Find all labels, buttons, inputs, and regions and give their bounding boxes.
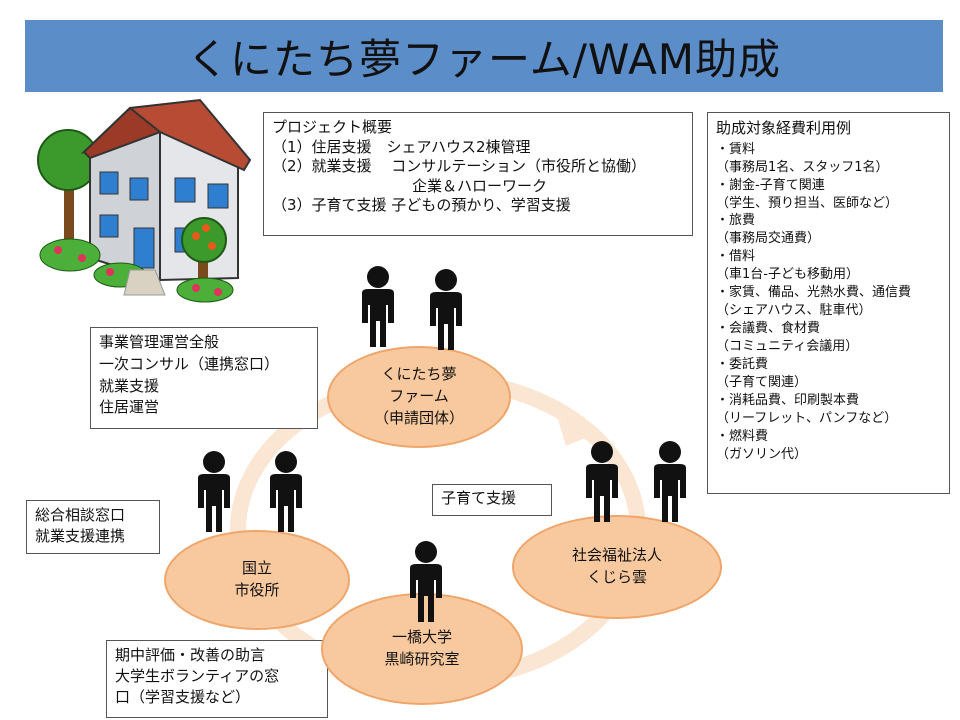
evaluation-line: 期中評価・改善の助言 — [115, 646, 266, 664]
person-icon — [410, 541, 442, 622]
node-label: 国立 — [241, 559, 272, 578]
node-kunitachi-city-hall: 国立 市役所 — [164, 530, 350, 630]
management-line: 一次コンサル（連携窓口） — [99, 354, 280, 373]
cycle-arrow-head — [558, 420, 590, 446]
evaluation-line: 大学生ボランティアの窓 — [115, 667, 280, 685]
person-icon — [654, 441, 686, 522]
project-line: プロジェクト概要 — [272, 118, 393, 136]
title-bar: くにたち夢ファーム/WAM助成 — [25, 20, 943, 92]
page-title: くにたち夢ファーム/WAM助成 — [186, 34, 782, 84]
childcare-role-box: 子育て支援 — [432, 484, 552, 516]
consultation-role-box: 総合相談窓口 就業支援連携 — [26, 500, 160, 554]
project-line: 企業＆ハローワーク — [412, 176, 548, 195]
node-label: くにたち夢 — [381, 365, 457, 384]
person-icon — [198, 451, 230, 532]
node-label: 社会福祉法人 — [571, 546, 662, 565]
management-line: 就業支援 — [99, 376, 160, 395]
project-line: （3）子育て支援 子どもの預かり、学習支援 — [272, 196, 571, 214]
expense-line: （学生、預り担当、医師など） — [716, 195, 899, 211]
node-label: ファーム — [389, 387, 449, 406]
person-icon — [586, 441, 618, 522]
childcare-label: 子育て支援 — [441, 489, 517, 507]
expense-line: （子育て関連） — [716, 374, 808, 390]
person-icon — [430, 269, 462, 350]
expense-line: ・家賃、備品、光熱水費、通信費 — [716, 285, 912, 301]
house-illustration — [37, 98, 252, 303]
expense-line: ・燃料費 — [716, 428, 769, 444]
person-icon — [270, 451, 302, 532]
expense-line: （リーフレット、パンフなど） — [716, 410, 898, 426]
node-label: 黒崎研究室 — [384, 650, 460, 668]
expense-line: ・賃料 — [716, 141, 756, 157]
expense-line: （ガソリン代） — [716, 446, 808, 462]
expense-line: ・委託費 — [716, 356, 769, 372]
management-line: 住居運営 — [99, 398, 160, 417]
consult-line: 総合相談窓口 — [35, 506, 126, 524]
node-label: 市役所 — [234, 581, 280, 599]
expense-line: ・会議費、食材費 — [716, 321, 821, 337]
expense-line: ・借料 — [716, 249, 756, 265]
expense-line: （シェアハウス、駐車代） — [716, 303, 872, 319]
expense-line: ・謝金-子育て関連 — [716, 177, 825, 193]
project-line: （1）住居支援 シェアハウス2棟管理 — [272, 137, 531, 156]
project-summary-box: プロジェクト概要 （1）住居支援 シェアハウス2棟管理 （2）就業支援 コンサル… — [263, 112, 693, 236]
expense-line: ・消耗品費、印刷製本費 — [716, 392, 860, 408]
expense-line: ・旅費 — [716, 213, 756, 229]
expense-line: （コミュニティ会議用） — [716, 339, 859, 354]
node-kunitachi-yume-farm: くにたち夢 ファーム （申請団体） — [327, 346, 511, 448]
node-kujiragumo-welfare: 社会福祉法人 くじら雲 — [512, 515, 722, 619]
management-role-box: 事業管理運営全般 一次コンサル（連携窓口） 就業支援 住居運営 — [90, 327, 318, 429]
node-hitotsubashi-lab: 一橋大学 黒崎研究室 — [321, 593, 523, 705]
expense-line: （車1台-子ども移動用） — [716, 267, 859, 283]
evaluation-line: 口（学習支援など） — [115, 688, 251, 706]
management-line: 事業管理運営全般 — [99, 333, 220, 351]
evaluation-role-box: 期中評価・改善の助言 大学生ボランティアの窓 口（学習支援など） — [106, 640, 328, 718]
consult-line: 就業支援連携 — [35, 527, 126, 545]
node-label: くじら雲 — [586, 568, 647, 586]
person-icon — [362, 266, 394, 347]
expense-line: （事務局交通費） — [716, 231, 821, 247]
node-label: （申請団体） — [373, 408, 464, 427]
project-line: （2）就業支援 コンサルテーション（市役所と協働） — [272, 157, 647, 175]
expense-title: 助成対象経費利用例 — [716, 119, 852, 137]
node-label: 一橋大学 — [391, 628, 452, 647]
expense-examples-box: 助成対象経費利用例 ・賃料 （事務局1名、スタッフ1名） ・謝金-子育て関連 （… — [707, 112, 950, 494]
expense-line: （事務局1名、スタッフ1名） — [716, 159, 889, 175]
